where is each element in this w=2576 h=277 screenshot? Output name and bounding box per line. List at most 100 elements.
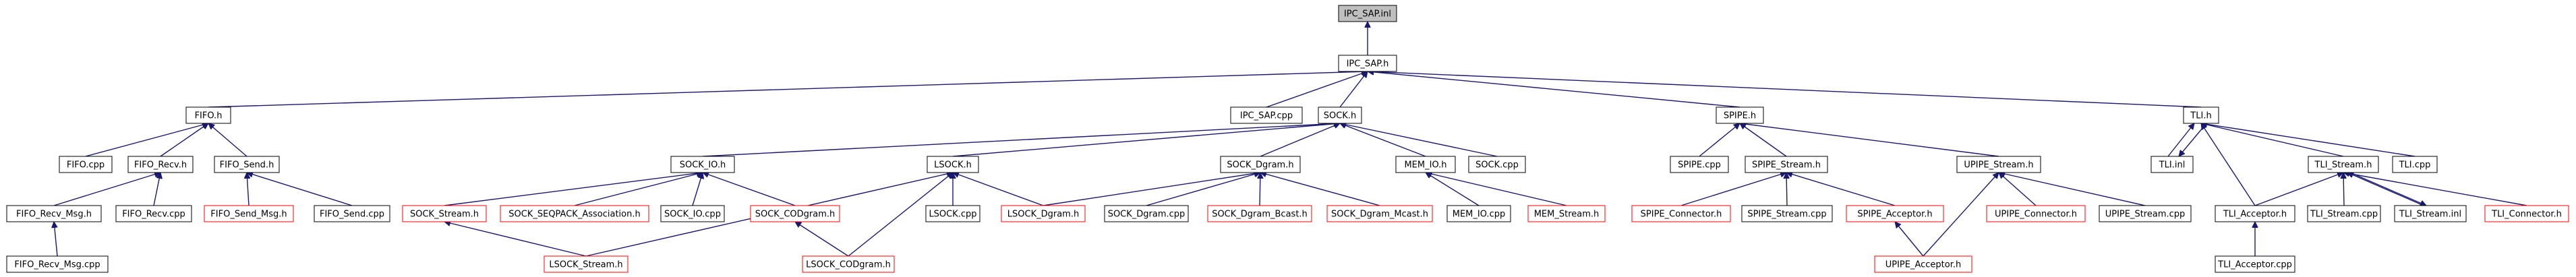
node-sock-h[interactable]: SOCK.h [1318, 106, 1362, 124]
node-box[interactable] [6, 255, 109, 273]
node-box[interactable] [2394, 205, 2467, 222]
node-box[interactable] [1318, 106, 1362, 124]
node-box[interactable] [1527, 205, 1606, 222]
node-ipc-sap-inl[interactable]: IPC_SAP.inl [1338, 5, 1397, 22]
node-sock-io-h[interactable]: SOCK_IO.h [670, 156, 735, 173]
node-tli-cpp[interactable]: TLI.cpp [2392, 156, 2438, 173]
node-box[interactable] [185, 106, 231, 124]
node-box[interactable] [802, 255, 895, 273]
node-fifo-send-h[interactable]: FIFO_Send.h [214, 156, 280, 173]
node-lsock-dgram-h[interactable]: LSOCK_Dgram.h [1001, 205, 1086, 222]
node-fifo-cpp[interactable]: FIFO.cpp [59, 156, 113, 173]
node-lsock-cpp[interactable]: LSOCK.cpp [925, 205, 980, 222]
node-box[interactable] [127, 156, 194, 173]
node-box[interactable] [660, 205, 725, 222]
node-box[interactable] [1468, 156, 1526, 173]
node-box[interactable] [925, 205, 980, 222]
node-box[interactable] [1986, 205, 2086, 222]
node-mem-stream-h[interactable]: MEM_Stream.h [1527, 205, 1606, 222]
node-mem-io-h[interactable]: MEM_IO.h [1395, 156, 1456, 173]
node-box[interactable] [2215, 255, 2295, 273]
node-upipe-connector-h[interactable]: UPIPE_Connector.h [1986, 205, 2086, 222]
node-box[interactable] [1338, 55, 1397, 72]
node-sock-cpp[interactable]: SOCK.cpp [1468, 156, 1526, 173]
node-box[interactable] [2308, 156, 2379, 173]
node-box[interactable] [1716, 106, 1764, 124]
node-fifo-recv-h[interactable]: FIFO_Recv.h [127, 156, 194, 173]
node-box[interactable] [670, 156, 735, 173]
node-box[interactable] [2392, 156, 2438, 173]
node-box[interactable] [750, 205, 840, 222]
node-sock-dgram-cpp[interactable]: SOCK_Dgram.cpp [1104, 205, 1189, 222]
node-fifo-recv-msg-cpp[interactable]: FIFO_Recv_Msg.cpp [6, 255, 109, 273]
node-box[interactable] [1220, 156, 1301, 173]
node-box[interactable] [1395, 156, 1456, 173]
node-box[interactable] [1846, 205, 1944, 222]
node-sock-seqpack-h[interactable]: SOCK_SEQPACK_Association.h [500, 205, 649, 222]
node-fifo-send-msg-h[interactable]: FIFO_Send_Msg.h [204, 205, 294, 222]
node-box[interactable] [1207, 205, 1312, 222]
node-lsock-codgram-h[interactable]: LSOCK_CODgram.h [802, 255, 895, 273]
node-box[interactable] [214, 156, 280, 173]
node-spipe-connector-h[interactable]: SPIPE_Connector.h [1631, 205, 1731, 222]
node-ipc-sap-cpp[interactable]: IPC_SAP.cpp [1230, 106, 1303, 124]
node-sock-io-cpp[interactable]: SOCK_IO.cpp [660, 205, 725, 222]
node-sock-dgram-bcast-h[interactable]: SOCK_Dgram_Bcast.h [1207, 205, 1312, 222]
node-box[interactable] [314, 205, 390, 222]
node-sock-dgram-h[interactable]: SOCK_Dgram.h [1220, 156, 1301, 173]
node-box[interactable] [115, 205, 192, 222]
node-box[interactable] [59, 156, 113, 173]
node-upipe-acceptor-h[interactable]: UPIPE_Acceptor.h [1874, 255, 1972, 273]
node-tli-h[interactable]: TLI.h [2183, 106, 2219, 124]
node-box[interactable] [927, 156, 979, 173]
node-tli-connector-h[interactable]: TLI_Connector.h [2484, 205, 2569, 222]
node-box[interactable] [1001, 205, 1086, 222]
node-ipc-sap-h[interactable]: IPC_SAP.h [1338, 55, 1397, 72]
node-tli-acceptor-cpp[interactable]: TLI_Acceptor.cpp [2215, 255, 2295, 273]
node-box[interactable] [1670, 156, 1729, 173]
node-box[interactable] [500, 205, 649, 222]
node-box[interactable] [1230, 106, 1303, 124]
node-sock-dgram-mcast-h[interactable]: SOCK_Dgram_Mcast.h [1326, 205, 1433, 222]
node-box[interactable] [544, 255, 628, 273]
node-tli-acceptor-h[interactable]: TLI_Acceptor.h [2215, 205, 2295, 222]
node-upipe-stream-h[interactable]: UPIPE_Stream.h [1956, 156, 2041, 173]
node-box[interactable] [1956, 156, 2041, 173]
node-box[interactable] [6, 205, 102, 222]
node-box[interactable] [1631, 205, 1731, 222]
node-upipe-stream-cpp[interactable]: UPIPE_Stream.cpp [2099, 205, 2192, 222]
node-fifo-send-cpp[interactable]: FIFO_Send.cpp [314, 205, 390, 222]
node-spipe-stream-cpp[interactable]: SPIPE_Stream.cpp [1741, 205, 1833, 222]
node-box[interactable] [2215, 205, 2295, 222]
node-tli-inl[interactable]: TLI.inl [2150, 156, 2194, 173]
node-box[interactable] [2183, 106, 2219, 124]
node-box[interactable] [1104, 205, 1189, 222]
node-box[interactable] [2307, 205, 2381, 222]
node-lsock-h[interactable]: LSOCK.h [927, 156, 979, 173]
node-spipe-cpp[interactable]: SPIPE.cpp [1670, 156, 1729, 173]
node-mem-io-cpp[interactable]: MEM_IO.cpp [1446, 205, 1511, 222]
node-tli-stream-h[interactable]: TLI_Stream.h [2308, 156, 2379, 173]
node-box[interactable] [2099, 205, 2192, 222]
node-box[interactable] [204, 205, 294, 222]
node-fifo-h[interactable]: FIFO.h [185, 106, 231, 124]
node-box[interactable] [1874, 255, 1972, 273]
node-box[interactable] [1741, 205, 1833, 222]
node-sock-codgram-h[interactable]: SOCK_CODgram.h [750, 205, 840, 222]
node-lsock-stream-h[interactable]: LSOCK_Stream.h [544, 255, 628, 273]
node-fifo-recv-msg-h[interactable]: FIFO_Recv_Msg.h [6, 205, 102, 222]
node-box[interactable] [402, 205, 487, 222]
node-spipe-acceptor-h[interactable]: SPIPE_Acceptor.h [1846, 205, 1944, 222]
node-box[interactable] [1338, 5, 1397, 22]
node-sock-stream-h[interactable]: SOCK_Stream.h [402, 205, 487, 222]
node-fifo-recv-cpp[interactable]: FIFO_Recv.cpp [115, 205, 192, 222]
node-spipe-stream-h[interactable]: SPIPE_Stream.h [1745, 156, 1828, 173]
node-spipe-h[interactable]: SPIPE.h [1716, 106, 1764, 124]
node-box[interactable] [1326, 205, 1433, 222]
node-tli-stream-inl[interactable]: TLI_Stream.inl [2394, 205, 2467, 222]
node-tli-stream-cpp[interactable]: TLI_Stream.cpp [2307, 205, 2381, 222]
node-box[interactable] [2150, 156, 2194, 173]
node-box[interactable] [2484, 205, 2569, 222]
node-box[interactable] [1745, 156, 1828, 173]
node-box[interactable] [1446, 205, 1511, 222]
